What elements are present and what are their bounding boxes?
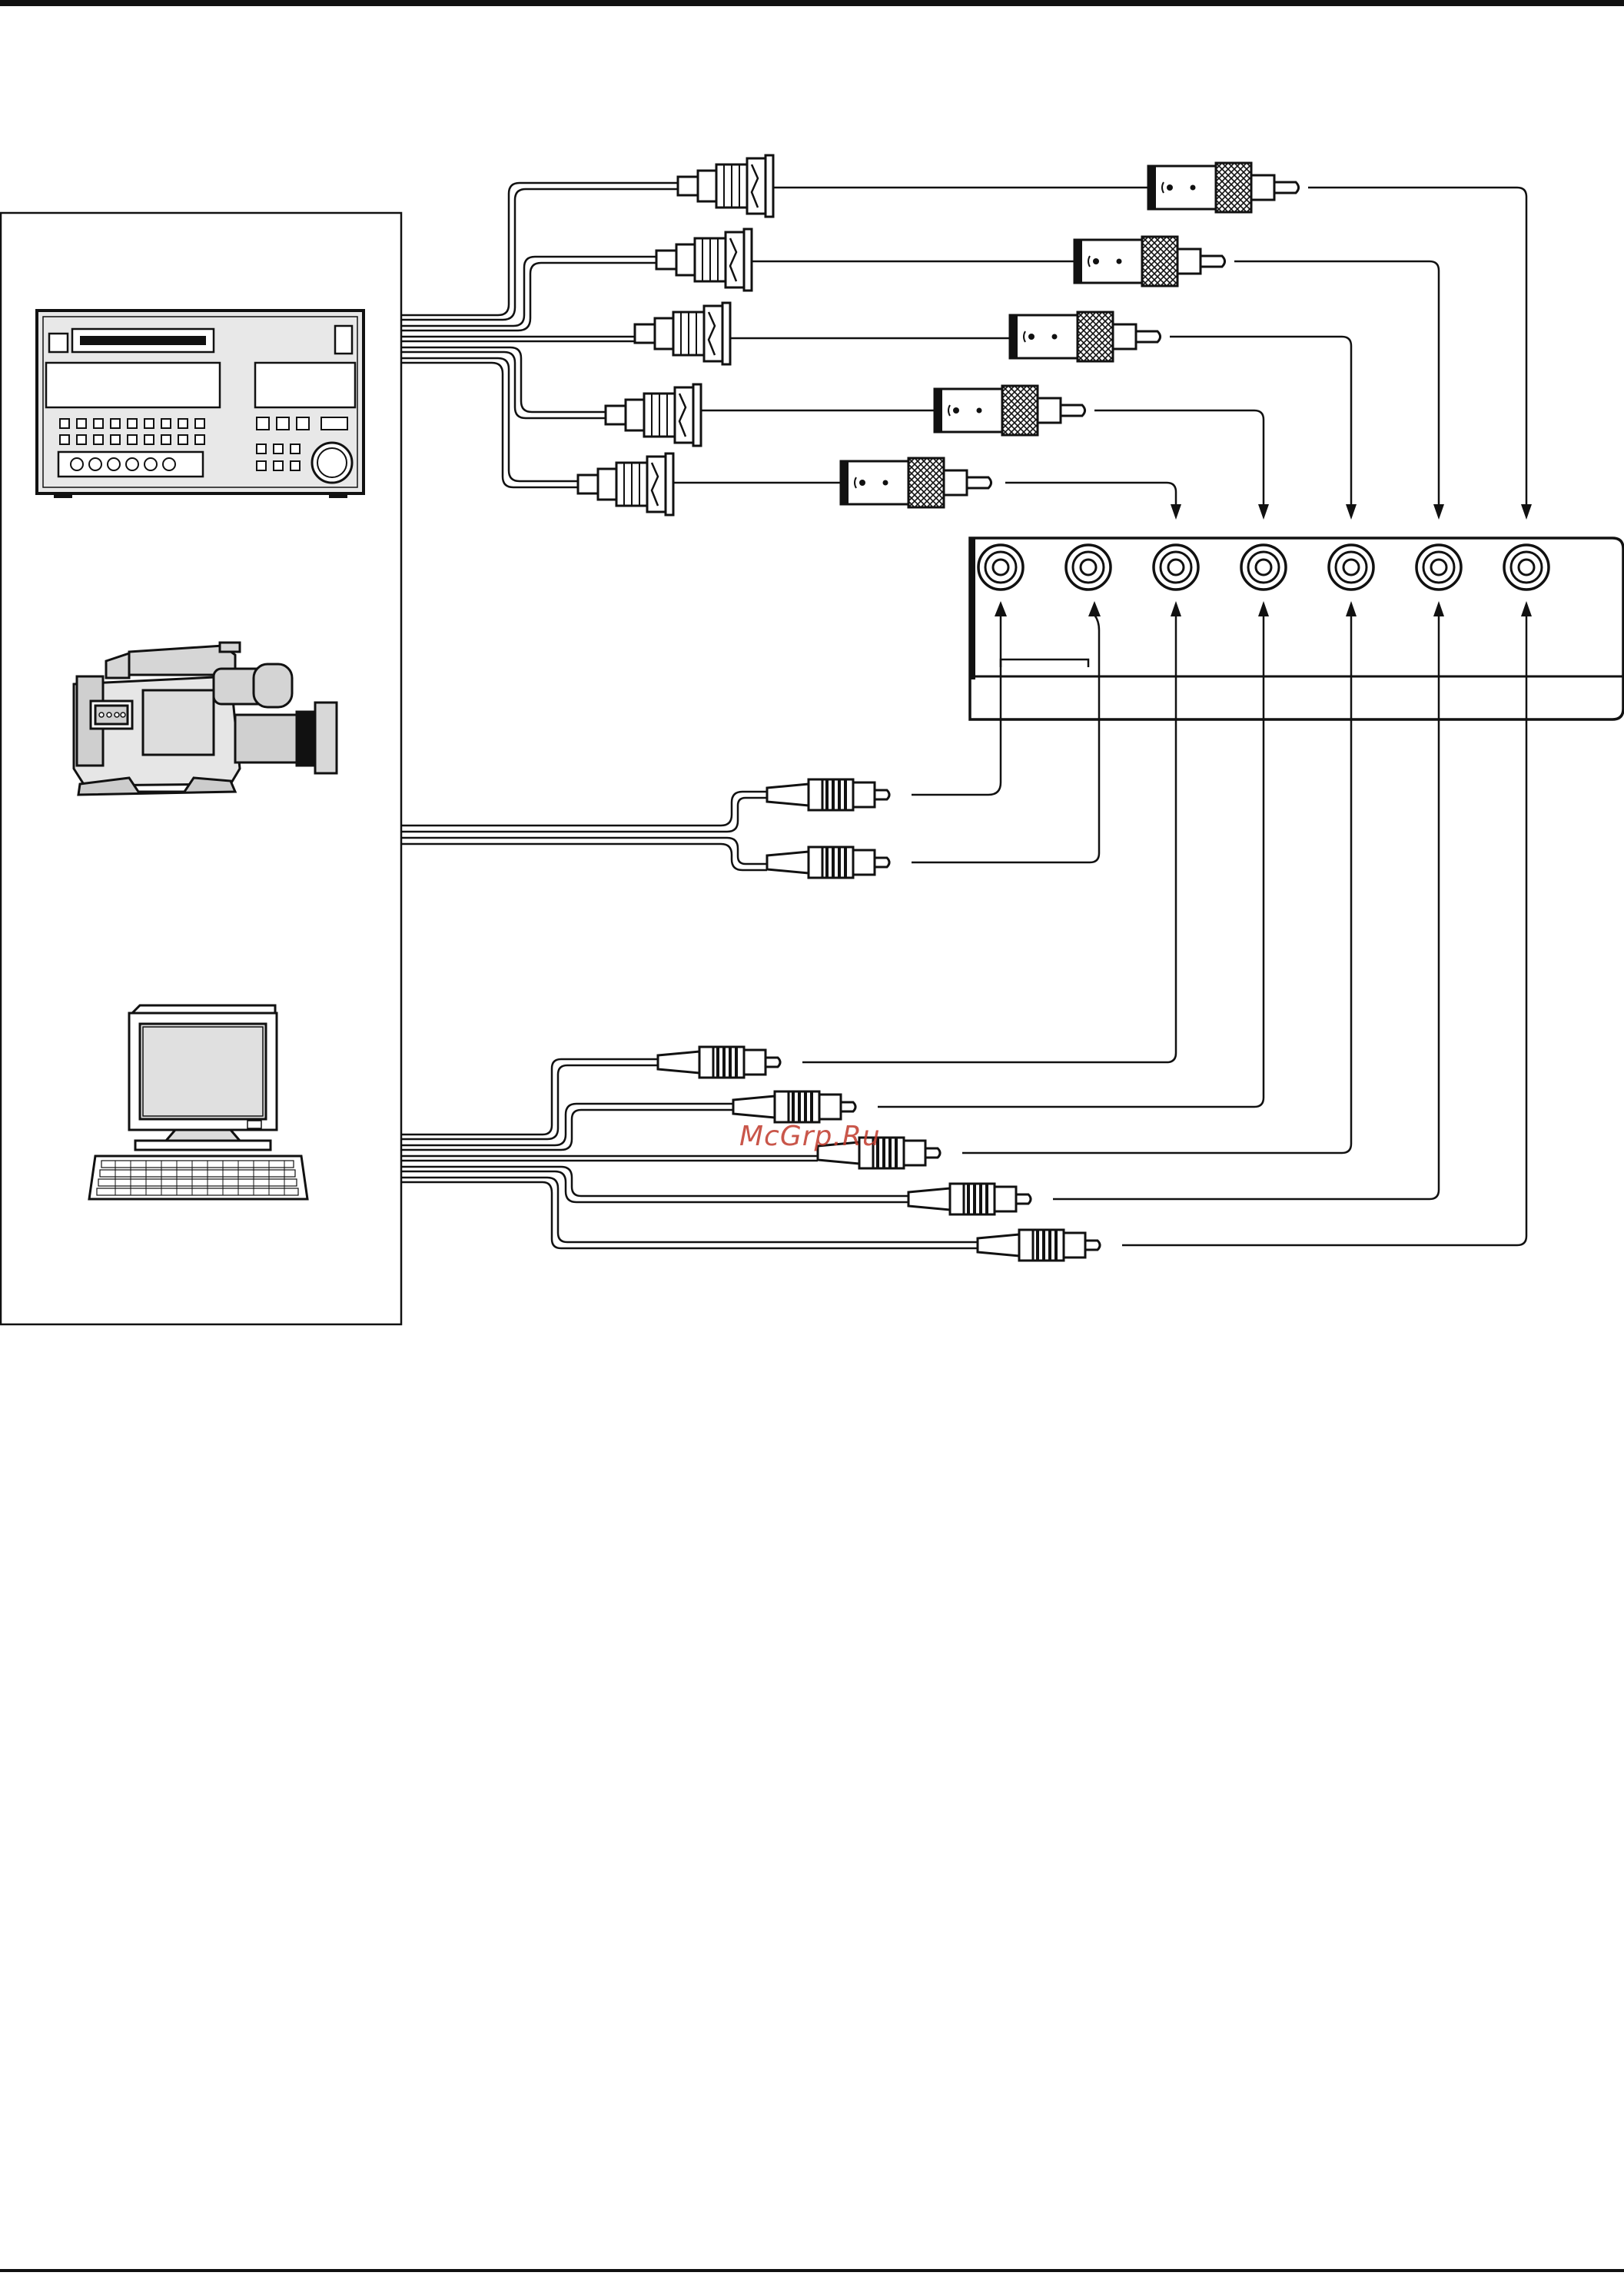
bottom-rule [0,2269,1624,2272]
bnc-rca-adapter [1074,237,1225,286]
computer-icon [89,1005,307,1199]
top-rule [0,0,1624,6]
bnc-plug [578,453,673,515]
rca-plug [767,779,889,810]
rca-plug [767,847,889,878]
vtr-deck-icon [37,311,364,498]
panel-jack [1504,545,1549,590]
bnc-plug [606,384,701,446]
panel-jack [978,545,1023,590]
watermark-text: McGrp.Ru [739,1121,881,1152]
bnc-rca-adapter [935,386,1085,435]
panel-jack [1154,545,1198,590]
bnc-plug [678,155,773,217]
panel-jack [1416,545,1461,590]
bnc-rca-adapter [1148,163,1299,212]
rca-plug [908,1184,1031,1214]
bnc-plug [635,303,730,364]
panel-jack [1066,545,1111,590]
panel-jack [1329,545,1373,590]
rca-plug [658,1047,780,1078]
video-camera-icon [74,643,337,795]
bnc-rca-adapter [1010,312,1161,361]
rca-plug [978,1230,1100,1261]
bnc-plug [656,229,752,291]
rca-plug [733,1091,855,1122]
panel-jack [1241,545,1286,590]
arrowheads-down [1171,504,1532,520]
bnc-rca-adapter [841,458,991,507]
camera-cable [401,792,767,870]
